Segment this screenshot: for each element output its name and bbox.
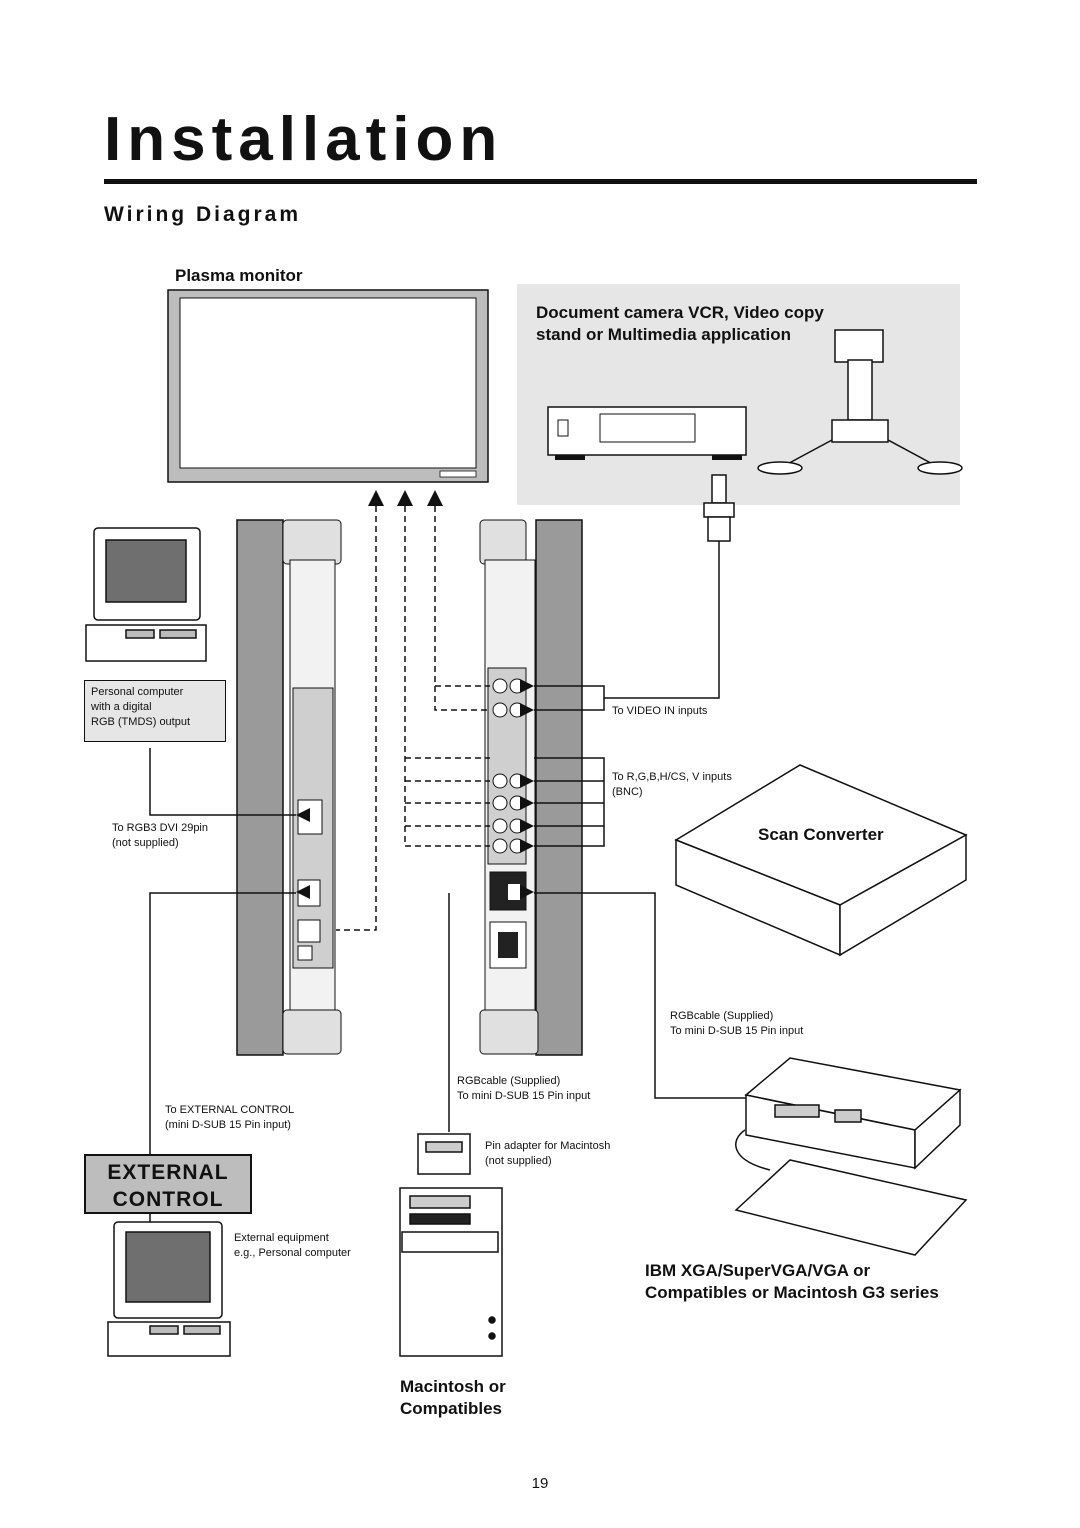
bnc-plug-illustration <box>703 474 735 542</box>
ibm-label-line2: Compatibles or Macintosh G3 series <box>645 1283 939 1302</box>
connector-arrowheads <box>296 679 534 899</box>
to-rgb-label-line2: (BNC) <box>612 786 643 798</box>
desktop-pc-top-illustration <box>85 527 207 662</box>
to-external-line1: To EXTERNAL CONTROL <box>165 1104 295 1116</box>
pin-adapter-line2: (not supplied) <box>485 1155 552 1167</box>
monitor-right-side-panel <box>479 519 583 1056</box>
rgbcable-center-line1: RGBcable (Supplied) <box>457 1075 561 1087</box>
plasma-monitor-illustration <box>167 289 489 483</box>
scan-converter-label: Scan Converter <box>758 825 884 844</box>
external-control-line2: CONTROL <box>112 1188 224 1211</box>
pc-digital-line3: RGB (TMDS) output <box>91 716 191 728</box>
to-external-line2: (mini D-SUB 15 Pin input) <box>165 1119 291 1131</box>
to-rgb-label-line1: To R,G,B,H/CS, V inputs <box>612 771 732 783</box>
mac-label-line1: Macintosh or <box>400 1377 506 1396</box>
to-dvi-label-line2: (not supplied) <box>112 837 179 849</box>
title-rule <box>104 179 977 184</box>
input-arrows <box>368 490 443 506</box>
dashed-routes <box>336 506 490 931</box>
plasma-monitor-label: Plasma monitor <box>175 266 303 285</box>
document-camera-label-line1: Document camera VCR, Video copy <box>536 303 824 322</box>
desktop-pc-bottom-illustration <box>107 1221 231 1357</box>
ibm-label-line1: IBM XGA/SuperVGA/VGA or <box>645 1261 871 1280</box>
mac-tower-illustration <box>399 1187 503 1357</box>
pc-digital-line2: with a digital <box>91 701 152 713</box>
to-video-in-label: To VIDEO IN inputs <box>612 705 708 717</box>
page-title: Installation <box>104 105 504 174</box>
document-camera-label-line2: stand or Multimedia application <box>536 325 792 344</box>
mac-label-line2: Compatibles <box>400 1399 503 1418</box>
solid-cables <box>149 541 750 1240</box>
external-equipment-line1: External equipment <box>234 1232 329 1244</box>
pc-digital-label-box: Personal computer with a digital RGB (TM… <box>84 680 226 742</box>
pin-adapter-illustration <box>417 1133 471 1175</box>
rgbcable-center-line2: To mini D-SUB 15 Pin input <box>457 1090 591 1102</box>
to-dvi-label-line1: To RGB3 DVI 29pin <box>112 822 208 834</box>
ibm-pc-illustration <box>734 1057 968 1256</box>
document-camera-illustration <box>757 329 963 475</box>
pin-adapter-line1: Pin adapter for Macintosh <box>485 1140 611 1152</box>
section-subtitle: Wiring Diagram <box>104 203 301 226</box>
scan-converter-illustration <box>674 764 968 957</box>
external-control-badge: EXTERNAL CONTROL <box>84 1154 252 1214</box>
rgbcable-right-line2: To mini D-SUB 15 Pin input <box>670 1025 804 1037</box>
vcr-illustration <box>547 406 747 460</box>
pc-digital-line1: Personal computer <box>91 686 184 698</box>
monitor-left-side-panel <box>236 519 342 1056</box>
page-number: 19 <box>531 1475 549 1492</box>
rgbcable-right-line1: RGBcable (Supplied) <box>670 1010 774 1022</box>
external-equipment-line2: e.g., Personal computer <box>234 1247 351 1259</box>
external-control-line1: EXTERNAL <box>107 1161 229 1184</box>
document-camera-area <box>517 284 960 505</box>
